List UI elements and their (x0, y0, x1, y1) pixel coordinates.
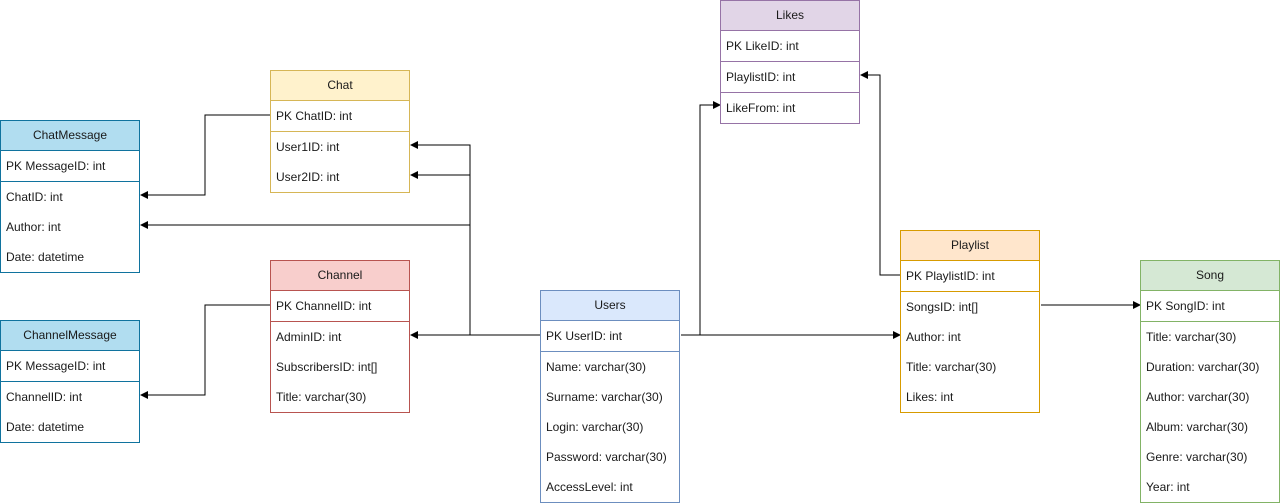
entity-field: ChatID: int (6, 190, 63, 204)
entity-field: Year: int (1146, 480, 1190, 494)
entity-playlist[interactable]: Playlist PK PlaylistID: int SongsID: int… (900, 230, 1040, 413)
entity-field: SongsID: int[] (906, 300, 979, 314)
entity-field: Genre: varchar(30) (1146, 450, 1248, 464)
entity-field: Title: varchar(30) (276, 390, 367, 404)
entity-field-pk: PK SongID: int (1141, 291, 1279, 322)
entity-field-pk: PK PlaylistID: int (901, 261, 1039, 292)
entity-header: ChannelMessage (1, 321, 139, 351)
entity-field: Duration: varchar(30) (1146, 360, 1260, 374)
entity-field: User2ID: int (276, 170, 340, 184)
entity-field: Author: int (906, 330, 961, 344)
entity-song[interactable]: Song PK SongID: int Title: varchar(30) D… (1140, 260, 1280, 503)
entity-field-pk: PK MessageID: int (1, 351, 139, 382)
entity-header: Channel (271, 261, 409, 291)
entity-field: Author: varchar(30) (1146, 390, 1250, 404)
entity-field: Title: varchar(30) (1146, 330, 1237, 344)
entity-field: Title: varchar(30) (906, 360, 997, 374)
entity-field: Login: varchar(30) (546, 420, 644, 434)
entity-field: User1ID: int (276, 140, 340, 154)
entity-header: ChatMessage (1, 121, 139, 151)
entity-likes[interactable]: Likes PK LikeID: int PlaylistID: int Lik… (720, 0, 860, 124)
entity-field: Likes: int (906, 390, 954, 404)
entity-chat[interactable]: Chat PK ChatID: int User1ID: int User2ID… (270, 70, 410, 193)
entity-field: LikeFrom: int (726, 101, 796, 115)
entity-users[interactable]: Users PK UserID: int Name: varchar(30) S… (540, 290, 680, 503)
entity-header: Playlist (901, 231, 1039, 261)
entity-header: Users (541, 291, 679, 321)
entity-field-pk: PK ChatID: int (271, 101, 409, 132)
entity-field-pk: PK MessageID: int (1, 151, 139, 182)
entity-chatmessage[interactable]: ChatMessage PK MessageID: int ChatID: in… (0, 120, 140, 273)
entity-header: Chat (271, 71, 409, 101)
entity-field: Date: datetime (6, 420, 85, 434)
entity-header: Song (1141, 261, 1279, 291)
entity-field: Name: varchar(30) (546, 360, 647, 374)
entity-channel[interactable]: Channel PK ChannelID: int AdminID: int S… (270, 260, 410, 413)
entity-field: ChannelID: int (6, 390, 83, 404)
entity-field-pk: PK UserID: int (541, 321, 679, 352)
entity-field: Author: int (6, 220, 61, 234)
entity-field: SubscribersID: int[] (276, 360, 378, 374)
entity-field: Surname: varchar(30) (546, 390, 663, 404)
entity-field: Album: varchar(30) (1146, 420, 1249, 434)
entity-field: Date: datetime (6, 250, 85, 264)
connector-chat-to-chatmessage (140, 114, 270, 199)
connector-channel-to-channelmessage (140, 304, 270, 399)
entity-field: PlaylistID: int (721, 62, 859, 93)
entity-field: Password: varchar(30) (546, 450, 667, 464)
entity-field-pk: PK ChannelID: int (271, 291, 409, 322)
connector-users-to-likes-likefrom (681, 101, 721, 336)
entity-field: AccessLevel: int (546, 480, 633, 494)
entity-header: Likes (721, 1, 859, 31)
entity-field-pk: PK LikeID: int (721, 31, 859, 62)
entity-channelmessage[interactable]: ChannelMessage PK MessageID: int Channel… (0, 320, 140, 443)
connector-playlist-to-likes (860, 71, 900, 276)
entity-field: AdminID: int (276, 330, 342, 344)
connector-users-to-chat-user1 (410, 141, 540, 336)
